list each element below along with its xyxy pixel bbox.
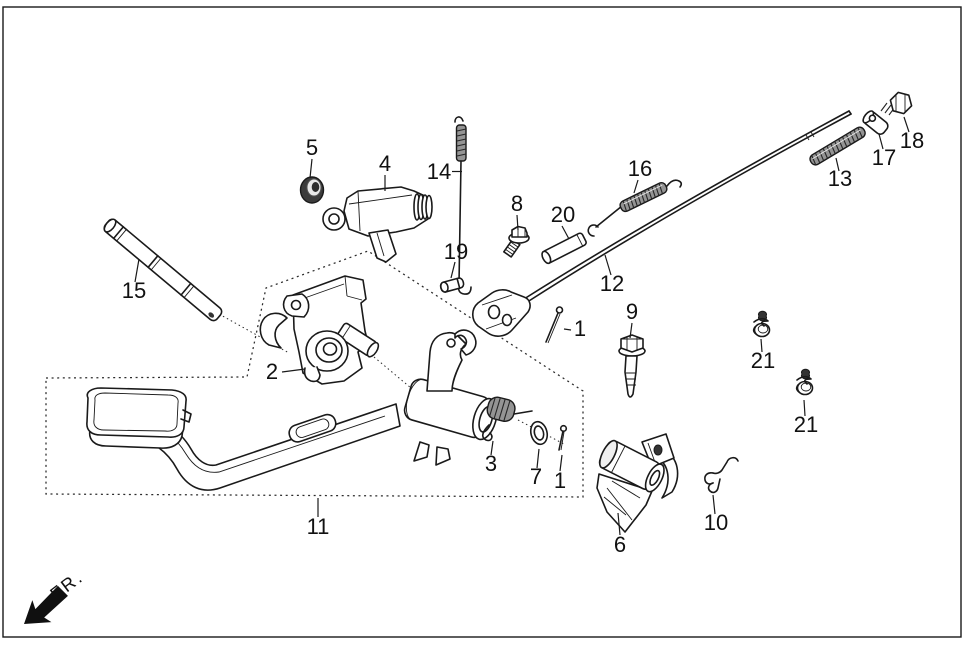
part-13-adjuster-spring xyxy=(809,126,866,166)
callout-part-20: 20 xyxy=(551,202,575,227)
callout-part-5: 5 xyxy=(306,135,318,160)
part-15-pivot-rod xyxy=(103,218,223,322)
callout-part-18: 18 xyxy=(900,128,924,153)
part-20-tube-sleeve xyxy=(541,232,587,265)
front-direction-marker: FR. xyxy=(24,566,88,624)
part-21-clip-lower xyxy=(795,368,814,396)
diagram-border xyxy=(2,6,962,638)
callout-part-1-lower: 1 xyxy=(554,468,566,493)
callout-leader-lines xyxy=(134,116,910,536)
callout-part-7: 7 xyxy=(530,464,542,489)
part-6-rod-bracket xyxy=(596,433,679,533)
part-4-lever-assembly xyxy=(322,186,433,263)
callout-part-9: 9 xyxy=(626,299,638,324)
part-17-joint-piece xyxy=(862,110,889,135)
callout-part-21-upper: 21 xyxy=(751,348,775,373)
part-18-adjusting-nut xyxy=(880,91,913,116)
part-1-cotter-pin-upper xyxy=(545,306,564,344)
part-10-wire-clip xyxy=(704,456,739,494)
part-3-torsion-spring xyxy=(481,396,533,442)
callout-part-8: 8 xyxy=(511,191,523,216)
callout-part-4: 4 xyxy=(379,151,391,176)
part-21-clip-upper xyxy=(752,310,771,338)
callout-part-17: 17 xyxy=(872,145,896,170)
callout-part-6: 6 xyxy=(614,532,626,557)
front-arrow-icon xyxy=(24,585,68,624)
part-8-bolt xyxy=(503,225,530,258)
assembly-boundary-dashed xyxy=(45,250,584,498)
alignment-dotted-leaders xyxy=(218,313,565,445)
callout-part-10: 10 xyxy=(704,510,728,535)
callout-part-12: 12 xyxy=(600,271,624,296)
part-16-tension-spring xyxy=(587,179,683,237)
callout-part-13: 13 xyxy=(828,166,852,191)
callout-part-16: 16 xyxy=(628,156,652,181)
callout-part-11: 11 xyxy=(307,514,330,539)
callout-part-2: 2 xyxy=(266,359,278,384)
part-2-pedal-bracket xyxy=(259,275,380,385)
callout-part-3: 3 xyxy=(485,451,497,476)
part-7-washer xyxy=(529,420,549,446)
part-5-grommet xyxy=(299,176,325,204)
part-19-joint-pin xyxy=(439,277,465,293)
callout-part-21-lower: 21 xyxy=(794,412,818,437)
callout-part-14: 14 xyxy=(427,159,451,184)
part-14-return-spring-wire xyxy=(454,116,472,295)
callout-part-15: 15 xyxy=(122,278,146,303)
part-1-cotter-pin-lower xyxy=(558,424,568,451)
part-11-brake-pedal xyxy=(86,329,498,491)
part-12-brake-rod xyxy=(471,110,852,337)
part-9-flange-bolt xyxy=(618,334,646,398)
callout-part-19: 19 xyxy=(444,239,468,264)
callout-part-1-upper: 1 xyxy=(574,316,586,341)
callout-labels: 5 4 14 19 8 20 16 13 17 18 12 1 9 21 21 … xyxy=(122,128,924,557)
